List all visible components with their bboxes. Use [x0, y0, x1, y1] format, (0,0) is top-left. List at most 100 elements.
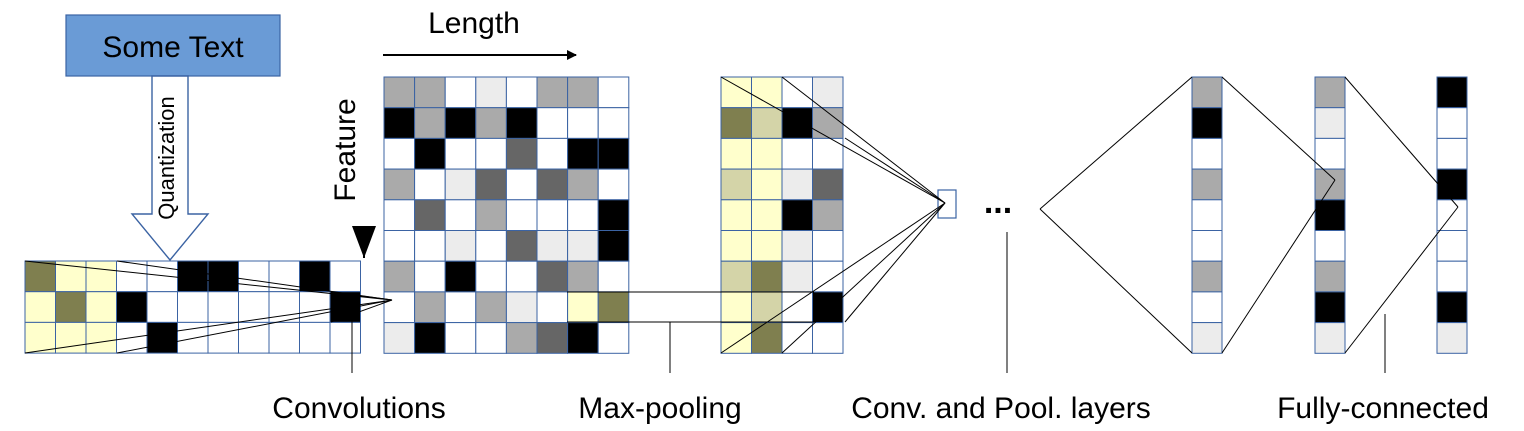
grid-cell [781, 291, 813, 324]
grid-cell [177, 260, 209, 293]
quantization-arrow [130, 75, 210, 262]
conv-kernel-line [330, 291, 393, 301]
grid-cell [505, 230, 538, 262]
grid-cell [414, 107, 446, 139]
grid-cell [812, 322, 844, 354]
grid-cell [55, 321, 87, 354]
grid-cell [781, 168, 813, 201]
layer-fan-line [720, 202, 946, 354]
grid-cell [24, 260, 56, 293]
grid-cell [536, 107, 569, 139]
layer-fan-line [781, 202, 946, 354]
layer-fan-line [844, 202, 946, 323]
grid-cell [383, 260, 416, 293]
grid-cell [505, 199, 538, 232]
grid-cell [475, 168, 507, 201]
connection-lines [24, 76, 1459, 373]
grid-cell [720, 107, 752, 139]
grid-cell [1314, 168, 1346, 201]
grid-cell [24, 321, 56, 354]
grid-cell [567, 107, 599, 139]
grid-cell [383, 168, 416, 201]
grid-cell [475, 230, 507, 262]
grid-cell [1191, 260, 1223, 293]
grid-cell [720, 199, 752, 232]
grid-cell [720, 291, 752, 324]
grid-cell [238, 260, 270, 293]
grid-cell [597, 230, 630, 262]
grid-cell [1314, 137, 1346, 170]
grid-cell [414, 291, 446, 324]
grid-cell [414, 322, 446, 354]
grid-cell [1436, 137, 1468, 170]
grid-cell [1436, 76, 1468, 109]
grid-cell [720, 137, 752, 170]
feature-axis-label: Feature [329, 98, 362, 201]
stage-conv-pool-layers: Conv. and Pool. layers [851, 392, 1151, 425]
layer-fan-line [720, 76, 946, 204]
grid-cell [536, 291, 569, 324]
grid-cell [720, 230, 752, 262]
grid-cell [567, 230, 599, 262]
grid-cell [781, 199, 813, 232]
grid-cell [720, 76, 752, 109]
grid-cell [1191, 322, 1223, 354]
grid-cell [536, 199, 569, 232]
grid-cell [536, 76, 569, 109]
grid-cell [1314, 291, 1346, 324]
grid-cell [444, 291, 477, 324]
grid-cell [567, 168, 599, 201]
grid-cell [567, 199, 599, 232]
grid-cell [299, 321, 331, 354]
grid-cell [505, 168, 538, 201]
conv-kernel-line [116, 299, 393, 354]
layer-fan-line [1039, 76, 1193, 210]
grid-cell [1314, 107, 1346, 139]
grid-cell [505, 291, 538, 324]
stage-convolutions: Convolutions [272, 392, 445, 425]
conv-kernel-line [24, 299, 393, 354]
pooled-output-matrix [720, 76, 844, 354]
grid-cell [597, 322, 630, 354]
fc-output-column [1436, 76, 1468, 354]
grid-cell [414, 168, 446, 201]
layer-column-a [1191, 76, 1223, 354]
grid-cell [383, 322, 416, 354]
grid-cell [475, 137, 507, 170]
grid-cell [383, 230, 416, 262]
conv-kernel-line [24, 260, 393, 301]
grid-cell [781, 107, 813, 139]
grid-cell [812, 230, 844, 262]
grid-cell [1314, 260, 1346, 293]
grid-cell [751, 322, 783, 354]
grid-cell [1314, 322, 1346, 354]
grid-cell [329, 321, 361, 354]
grid-cell [475, 322, 507, 354]
feature-axis-arrowhead [352, 226, 376, 258]
grid-cell [505, 322, 538, 354]
grid-cell [1314, 199, 1346, 232]
grid-cell [781, 230, 813, 262]
layer-column-b [1314, 76, 1346, 354]
grid-cell [24, 291, 56, 323]
grid-cell [751, 199, 783, 232]
fc-line [1221, 179, 1336, 354]
grid-cell [414, 199, 446, 232]
grid-cell [720, 260, 752, 293]
grid-cell [751, 291, 783, 324]
grid-cell [85, 260, 117, 293]
grid-cell [536, 137, 569, 170]
grid-cell [597, 199, 630, 232]
grid-cell [1191, 76, 1223, 109]
grid-cell [505, 137, 538, 170]
grid-cell [146, 291, 178, 323]
grid-cell [781, 260, 813, 293]
grid-cell [475, 76, 507, 109]
grid-cell [505, 107, 538, 139]
grid-cell [812, 199, 844, 232]
grid-cell [1314, 76, 1346, 109]
grid-cell [1191, 230, 1223, 262]
grid-cell [475, 291, 507, 324]
grid-cell [268, 321, 300, 354]
grid-cell [238, 291, 270, 323]
